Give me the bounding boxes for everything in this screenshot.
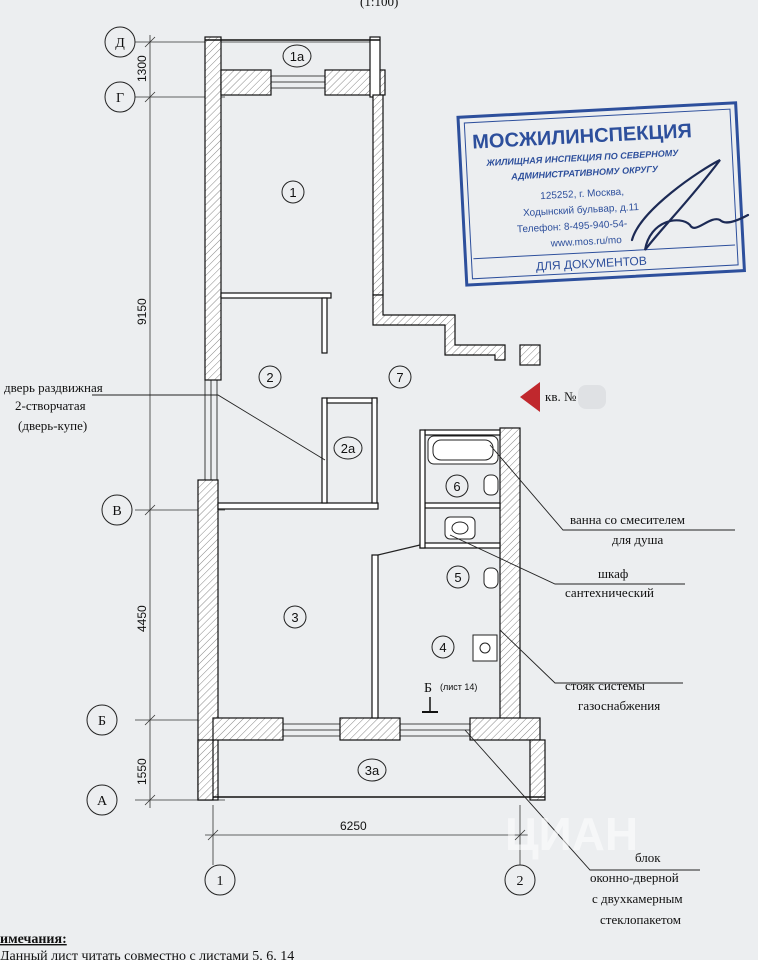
stamp-footer: ДЛЯ ДОКУМЕНТОВ bbox=[536, 254, 648, 274]
svg-text:стояк системы: стояк системы bbox=[565, 678, 645, 693]
annotation-cabinet: шкаф сантехнический bbox=[565, 566, 654, 600]
door-swing bbox=[377, 544, 421, 556]
room-2a: 2а bbox=[333, 436, 363, 460]
svg-text:(дверь-купе): (дверь-купе) bbox=[18, 418, 87, 433]
axis-label: Г bbox=[116, 91, 124, 106]
scale-label: (1:100) bbox=[360, 0, 398, 9]
apartment-number-blur bbox=[578, 385, 606, 409]
window-units bbox=[204, 75, 470, 737]
inspection-stamp: МОСЖИЛИНСПЕКЦИЯ ЖИЛИЩНАЯ ИНСПЕКЦИЯ ПО СЕ… bbox=[456, 101, 746, 287]
svg-text:газоснабжения: газоснабжения bbox=[578, 698, 660, 713]
axis-label: Б bbox=[98, 714, 106, 729]
notes-heading: имечания: bbox=[0, 932, 67, 947]
dim-1550: 1550 bbox=[135, 758, 149, 785]
axis-bubble-v: В bbox=[101, 494, 133, 526]
dim-9150: 9150 bbox=[135, 298, 149, 325]
axis-bubble-g: Г bbox=[104, 81, 136, 113]
svg-text:2: 2 bbox=[266, 370, 273, 385]
svg-text:дверь раздвижная: дверь раздвижная bbox=[4, 380, 103, 395]
section-mark: Б (лист 14) bbox=[422, 681, 477, 713]
svg-text:5: 5 bbox=[454, 570, 461, 585]
room-4: 4 bbox=[431, 635, 455, 659]
svg-text:2-створчатая: 2-створчатая bbox=[15, 398, 86, 413]
apartment-tag: кв. № bbox=[545, 389, 576, 404]
svg-text:3: 3 bbox=[291, 610, 298, 625]
svg-text:1: 1 bbox=[289, 185, 296, 200]
room-1a: 1а bbox=[282, 44, 312, 68]
svg-text:для душа: для душа bbox=[612, 532, 663, 547]
leader-lines bbox=[92, 394, 735, 871]
dim-4450: 4450 bbox=[135, 605, 149, 632]
axis-bubble-a: А bbox=[86, 784, 118, 816]
svg-text:3а: 3а bbox=[365, 763, 380, 778]
dim-6250: 6250 bbox=[340, 819, 367, 833]
room-3a: 3а bbox=[357, 758, 387, 782]
axis-lines bbox=[135, 35, 528, 865]
axis-label: 2 bbox=[517, 874, 524, 889]
svg-text:блок: блок bbox=[635, 850, 661, 865]
svg-text:4: 4 bbox=[439, 640, 446, 655]
svg-text:(лист 14): (лист 14) bbox=[440, 682, 477, 692]
stamp-web: www.mos.ru/mo bbox=[549, 235, 622, 250]
axis-bubble-1: 1 bbox=[204, 864, 236, 896]
svg-text:2а: 2а bbox=[341, 441, 356, 456]
annotation-bath: ванна со смесителем для душа bbox=[570, 512, 685, 547]
svg-text:Б: Б bbox=[424, 681, 432, 696]
stamp-sub-2: АДМИНИСТРАТИВНОМУ ОКРУГУ bbox=[510, 164, 659, 182]
walls bbox=[197, 36, 546, 801]
axis-label: Д bbox=[115, 36, 125, 51]
stamp-phone: Телефон: 8-495-940-54- bbox=[517, 218, 628, 236]
stamp-address-1: 125252, г. Москва, bbox=[540, 187, 624, 202]
toilet-5 bbox=[483, 567, 499, 589]
apartment-arrow-icon bbox=[520, 382, 540, 412]
svg-text:1а: 1а bbox=[290, 49, 305, 64]
annotation-window: блок оконно-дверной с двухкамерным стекл… bbox=[590, 850, 683, 927]
room-5: 5 bbox=[446, 565, 470, 589]
annotation-door: дверь раздвижная 2-створчатая (дверь-куп… bbox=[4, 380, 103, 433]
bathtub bbox=[427, 435, 499, 465]
room-2: 2 bbox=[258, 365, 282, 389]
room-7: 7 bbox=[388, 365, 412, 389]
svg-text:с двухкамерным: с двухкамерным bbox=[592, 891, 683, 906]
room-6: 6 bbox=[445, 474, 469, 498]
svg-text:7: 7 bbox=[396, 370, 403, 385]
svg-text:оконно-дверной: оконно-дверной bbox=[590, 870, 679, 885]
annotation-gas: стояк системы газоснабжения bbox=[565, 678, 660, 713]
axis-label: А bbox=[97, 794, 108, 809]
axis-bubble-2: 2 bbox=[504, 864, 536, 896]
watermark: ЦИАН bbox=[505, 808, 638, 860]
signature bbox=[630, 159, 750, 251]
axis-bubble-b: Б bbox=[86, 704, 118, 736]
svg-text:стеклопакетом: стеклопакетом bbox=[600, 912, 681, 927]
room-3: 3 bbox=[283, 605, 307, 629]
toilet-6 bbox=[483, 474, 499, 496]
svg-text:сантехнический: сантехнический bbox=[565, 585, 654, 600]
stamp-address-2: Ходынский бульвар, д.11 bbox=[523, 201, 640, 219]
sink-5 bbox=[444, 516, 476, 540]
svg-text:шкаф: шкаф bbox=[598, 566, 628, 581]
axis-label: 1 bbox=[217, 874, 224, 889]
dim-1300: 1300 bbox=[135, 55, 149, 82]
room-1: 1 bbox=[281, 180, 305, 204]
stove-4 bbox=[472, 634, 498, 662]
svg-text:ванна со смесителем: ванна со смесителем bbox=[570, 512, 685, 527]
axis-bubble-d: Д bbox=[104, 26, 136, 58]
notes-line-1: Данный лист читать совместно с листами 5… bbox=[0, 949, 294, 960]
svg-text:6: 6 bbox=[453, 479, 460, 494]
axis-label: В bbox=[112, 504, 121, 519]
